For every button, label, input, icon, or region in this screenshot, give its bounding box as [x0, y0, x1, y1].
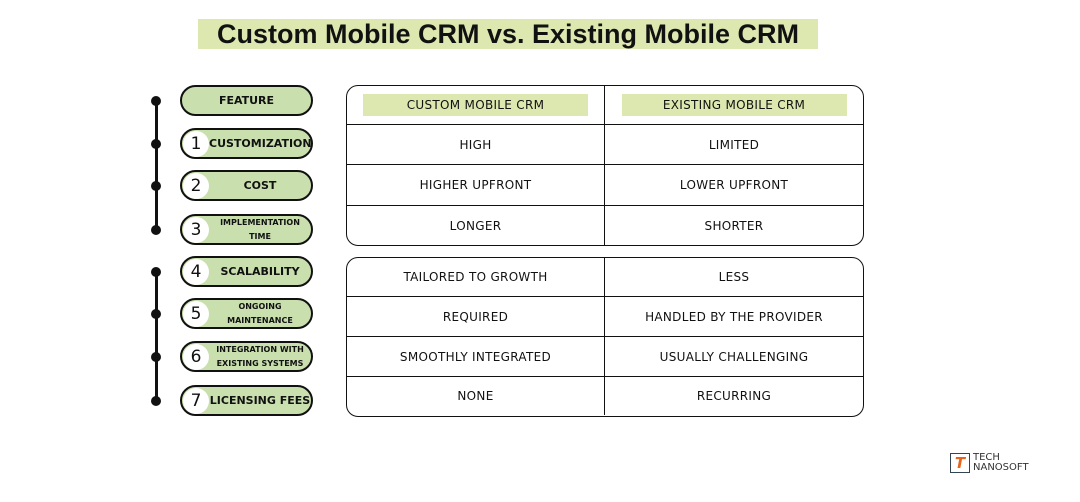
- timeline-line: [155, 272, 158, 402]
- feature-label: SCALABILITY: [220, 264, 300, 278]
- feature-label: FEATURE: [218, 93, 275, 107]
- feature-number: 2: [183, 172, 209, 199]
- table-cell: SHORTER: [704, 219, 764, 233]
- feature-pill: 3 IMPLEMENTATION TIME: [180, 214, 313, 245]
- table-cell: HIGH: [347, 125, 605, 164]
- table-cell: HIGHER UPFRONT: [347, 165, 605, 205]
- timeline-line: [155, 101, 158, 230]
- logo-line1: TECH: [973, 452, 1000, 463]
- table-cell: LESS: [718, 270, 750, 284]
- table-row: SMOOTHLY INTEGRATED USUALLY CHALLENGING: [347, 337, 863, 377]
- table-cell: LONGER: [347, 206, 605, 245]
- table-cell: TAILORED TO GROWTH: [347, 258, 605, 296]
- feature-pill: 6 INTEGRATION WITH EXISTING SYSTEMS: [180, 341, 313, 372]
- feature-number: 3: [183, 216, 209, 243]
- table-cell: REQUIRED: [347, 297, 605, 336]
- logo-line2: NANOSOFT: [973, 462, 1029, 473]
- table-row: REQUIRED HANDLED BY THE PROVIDER: [347, 297, 863, 337]
- table-cell: LOWER UPFRONT: [679, 178, 789, 192]
- timeline-dot: [151, 396, 161, 406]
- feature-label: CUSTOMIZATION: [209, 136, 312, 150]
- table-cell: SMOOTHLY INTEGRATED: [347, 337, 605, 376]
- timeline-dot: [151, 352, 161, 362]
- feature-label: INTEGRATION WITH EXISTING SYSTEMS: [216, 344, 304, 368]
- timeline-dot: [151, 267, 161, 277]
- comparison-table-top: CUSTOM MOBILE CRM EXISTING MOBILE CRM HI…: [346, 85, 864, 246]
- feature-number: 1: [183, 130, 209, 157]
- tech-nanosoft-logo: T TECH NANOSOFT: [950, 453, 1029, 473]
- feature-number: 6: [183, 343, 209, 370]
- logo-text: TECH NANOSOFT: [973, 453, 1029, 473]
- table-row: HIGHER UPFRONT LOWER UPFRONT: [347, 165, 863, 206]
- table-cell: HANDLED BY THE PROVIDER: [645, 309, 823, 324]
- logo-mark-icon: T: [950, 453, 970, 473]
- column-header-existing: EXISTING MOBILE CRM: [621, 94, 847, 116]
- timeline-dot: [151, 139, 161, 149]
- table-row: HIGH LIMITED: [347, 125, 863, 165]
- feature-header-pill: FEATURE: [180, 85, 313, 116]
- timeline-dot: [151, 225, 161, 235]
- table-cell: LIMITED: [708, 137, 760, 152]
- comparison-table-bottom: TAILORED TO GROWTH LESS REQUIRED HANDLED…: [346, 257, 864, 417]
- feature-pill: 4 SCALABILITY: [180, 256, 313, 287]
- table-cell: RECURRING: [696, 389, 772, 403]
- table-cell: USUALLY CHALLENGING: [659, 349, 809, 364]
- timeline-dot: [151, 309, 161, 319]
- table-row: LONGER SHORTER: [347, 206, 863, 245]
- table-row: NONE RECURRING: [347, 377, 863, 415]
- feature-number: 4: [183, 258, 209, 285]
- feature-number: 7: [183, 387, 209, 414]
- feature-label: COST: [243, 178, 277, 192]
- feature-label: LICENSING FEES: [209, 393, 311, 407]
- timeline-dot: [151, 181, 161, 191]
- feature-pill: 2 COST: [180, 170, 313, 201]
- feature-number: 5: [183, 300, 209, 327]
- timeline-dot: [151, 96, 161, 106]
- table-cell: NONE: [347, 377, 605, 415]
- table-row: TAILORED TO GROWTH LESS: [347, 258, 863, 297]
- table-header-row: CUSTOM MOBILE CRM EXISTING MOBILE CRM: [347, 86, 863, 125]
- feature-pill: 5 ONGOING MAINTENANCE: [180, 298, 313, 329]
- column-header-custom: CUSTOM MOBILE CRM: [363, 94, 588, 116]
- page-title: Custom Mobile CRM vs. Existing Mobile CR…: [198, 19, 818, 49]
- feature-label: ONGOING MAINTENANCE: [227, 301, 293, 325]
- feature-label: IMPLEMENTATION TIME: [220, 217, 300, 241]
